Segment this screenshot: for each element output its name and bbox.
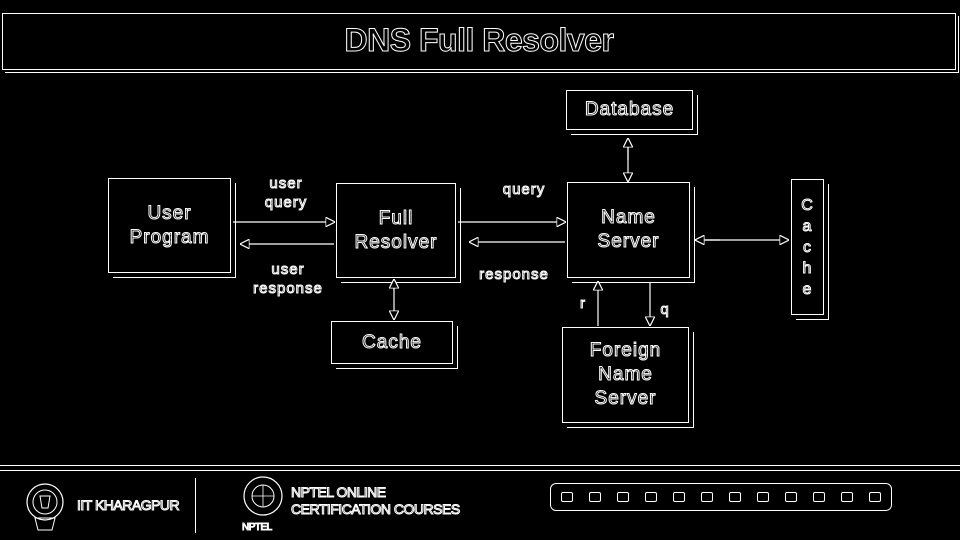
nav-icon [645,492,657,502]
query-label: query [502,181,546,199]
full-resolver-box: Full Resolver [336,183,456,278]
cache-side-letter: C [801,196,814,214]
r-label: r [580,295,586,313]
user-program-box: User Program [108,178,231,273]
navigation-icon-strip [550,483,892,511]
nptel-small-label: NPTEL [242,522,273,534]
cache-side-letter: h [802,259,813,277]
name-server-box: Name Server [567,182,690,278]
cache-side-letter: c [803,238,812,256]
nptel-line-2: CERTIFICATION COURSES [291,501,461,518]
database-box: Database [566,90,693,130]
cache-side-letter: a [802,217,813,235]
footer-divider [0,465,960,466]
nav-icon [729,492,741,502]
q-label: q [660,301,670,319]
cache-side-letter: e [802,280,813,298]
cache-bottom-label: Cache [362,331,422,353]
nptel-line-1: NPTEL ONLINE [291,484,387,501]
footer-divider [0,470,960,471]
nav-icon [813,492,825,502]
user-query-label: user query [264,175,308,212]
footer-separator [195,478,196,533]
foreign-name-server-label: Foreign Name Server [589,340,662,410]
response-label: response [479,266,549,284]
cache-side-box: C a c h e [791,179,824,315]
institute-name: IIT KHARAGPUR [76,497,180,514]
nav-icon [561,492,573,502]
nav-icon [589,492,601,502]
user-response-label: user response [253,261,323,298]
foreign-name-server-box: Foreign Name Server [562,327,689,423]
cache-bottom-box: Cache [331,321,453,364]
name-server-label: Name Server [597,207,660,253]
slide-title: DNS Full Resolver [344,22,614,59]
nav-icon [673,492,685,502]
nptel-logo [243,476,283,516]
nav-icon [757,492,769,502]
user-program-label: User Program [129,202,210,248]
nav-icon [785,492,797,502]
database-label: Database [584,99,675,121]
nav-icon [841,492,853,502]
nav-icon [701,492,713,502]
title-bar: DNS Full Resolver [2,13,956,70]
full-resolver-label: Full Resolver [354,207,438,253]
nav-icon [617,492,629,502]
nav-icon [869,492,881,502]
iit-kharagpur-logo [26,483,64,531]
